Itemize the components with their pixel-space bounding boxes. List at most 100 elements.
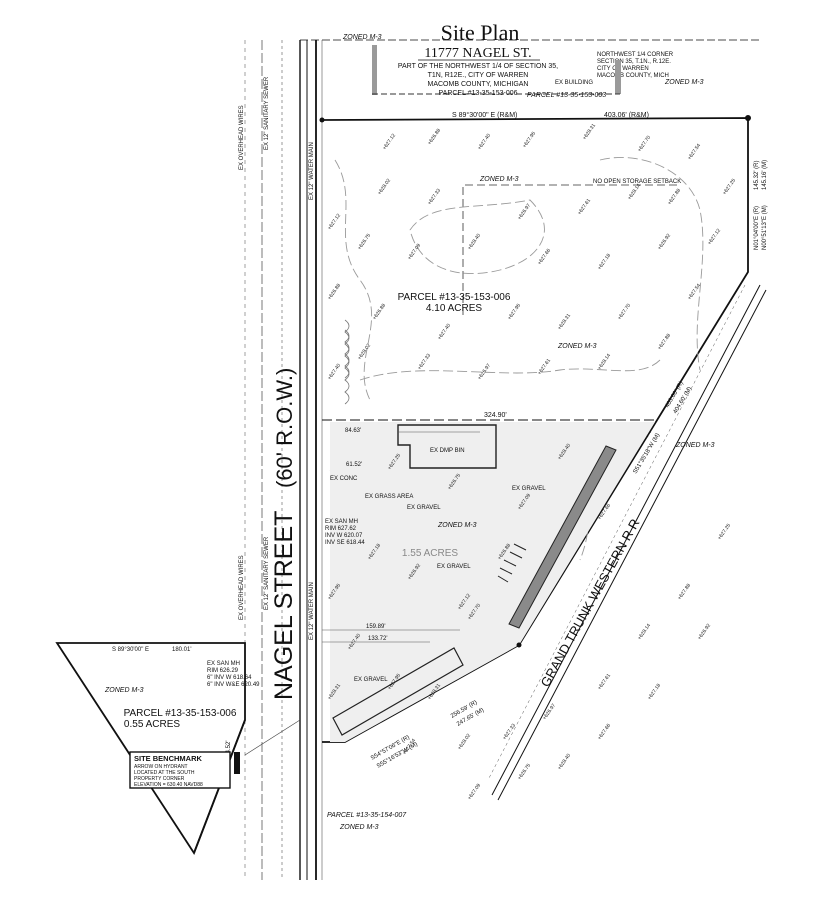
spot-elevation: +627.88 (677, 583, 692, 602)
north-line-distance: 403.06' (R&M) (604, 112, 649, 119)
sub-parcel-area: 1.55 ACRES (402, 548, 458, 559)
spot-elevation: +626.92 (697, 623, 712, 642)
east-distance-measured: 145.16' (M) (762, 160, 768, 190)
spot-elevation: +628.40 (557, 753, 572, 772)
spot-elevation: +627.18 (597, 253, 612, 272)
spot-elevation: +627.40 (477, 133, 492, 152)
spot-elevation: +628.31 (582, 123, 597, 142)
san-mh2-inv1: 6" INV W 618.64 (207, 675, 252, 681)
nagel-street: NAGEL STREET (60' R.O.W.) EX OVERHEAD WI… (239, 40, 323, 880)
benchmark-line-2: LOCATED AT THE SOUTH (134, 770, 195, 776)
spot-elevation: +627.40 (437, 323, 452, 342)
spot-elevation: +627.40 (327, 363, 342, 382)
spot-elevation: +628.14 (597, 353, 612, 372)
zoning-setback: ZONED M-3 (479, 176, 519, 183)
north-parcel-label: PARCEL #13-35-153-003 (527, 92, 606, 99)
spot-elevation: +628.14 (627, 183, 642, 202)
corner-note-line-1: NORTHWEST 1/4 CORNER (597, 52, 674, 58)
plan-address: 11777 NAGEL ST. (424, 46, 531, 61)
spot-elevation: +627.09 (467, 783, 482, 802)
corner-note-line-2: SECTION 35, T.1N., R.12E. (597, 59, 671, 65)
title-line-3: MACOMB COUNTY, MICHIGAN (428, 81, 529, 88)
spot-elevation: +626.88 (427, 128, 442, 147)
main-parcel-label: PARCEL #13-35-153-006 (398, 292, 511, 303)
spot-elevation: +627.61 (577, 198, 592, 217)
spot-elevation: +628.02 (377, 178, 392, 197)
zoning-north-east: ZONED M-3 (664, 79, 704, 86)
title-line-4: PARCEL #13-35-153-006 (439, 90, 518, 97)
plan-title: Site Plan (441, 20, 520, 45)
west-parcel: S 89°30'00" E 180.01' ZONED M-3 PARCEL #… (55, 642, 301, 855)
san-mh-label: EX SAN MH (325, 519, 358, 525)
south-building (332, 647, 464, 736)
rail-side-building (508, 445, 617, 629)
benchmark-line-3: PROPERTY CORNER (134, 776, 185, 782)
spot-elevation: +627.12 (707, 228, 722, 247)
hatch-strips (497, 543, 527, 583)
gravel-label-3: EX GRAVEL (512, 486, 546, 492)
spot-elevation: +627.25 (722, 178, 737, 197)
spot-elevation: +627.95 (522, 131, 537, 150)
spot-elevation: +627.18 (647, 683, 662, 702)
spot-elevation: +628.14 (637, 623, 652, 642)
spot-elevation: +628.02 (457, 733, 472, 752)
title-line-1: PART OF THE NORTHWEST 1/4 OF SECTION 35, (398, 63, 558, 70)
north-building-west-wall (372, 45, 377, 95)
gravel-label-2: EX GRAVEL (437, 564, 471, 570)
spot-elevation: +627.70 (637, 135, 652, 154)
existing-building: EX DMP BIN (397, 424, 497, 469)
benchmark-line-4: ELEVATION = 630.40 NAVD88 (134, 782, 203, 788)
dim-84: 84.63' (345, 428, 361, 434)
spot-elevation: +626.75 (357, 233, 372, 252)
spot-elevation: +627.61 (597, 673, 612, 692)
spot-elevation: +627.66 (597, 723, 612, 742)
spot-elevation: +627.70 (617, 303, 632, 322)
spot-elevation: +627.12 (382, 133, 397, 152)
spot-elevation: +627.95 (507, 303, 522, 322)
west-parcel-label: PARCEL #13-35-153-006 (124, 708, 237, 719)
dim-61: 61.52' (346, 462, 362, 468)
storage-setback-label: NO OPEN STORAGE SETBACK (593, 179, 681, 185)
zoning-west: ZONED M-3 (104, 687, 144, 694)
gravel-label-1: EX GRAVEL (407, 505, 441, 511)
main-parcel-area: 4.10 ACRES (426, 303, 482, 314)
street-name: NAGEL STREET (270, 511, 298, 700)
gravel-area (330, 422, 655, 742)
dim-174: 174.52' (226, 741, 232, 761)
zoning-main: ZONED M-3 (557, 343, 597, 350)
zoning-south: ZONED M-3 (339, 824, 379, 831)
spot-elevation: +628.40 (467, 233, 482, 252)
san-mh2-inv2: 6" INV W&E 620.49 (207, 682, 260, 688)
corner-note: NORTHWEST 1/4 CORNER SECTION 35, T.1N., … (597, 52, 674, 79)
corner-note-line-3: CITY OF WARREN (597, 66, 649, 72)
corner-note-line-4: MACOMB COUNTY, MICH (597, 73, 669, 79)
se-corner-marker (516, 642, 522, 648)
spot-elevation: +626.88 (372, 303, 387, 322)
west-parcel-area: 0.55 ACRES (124, 719, 180, 730)
san-mh2-label: EX SAN MH (207, 661, 240, 667)
west-north-distance: 180.01' (172, 647, 192, 653)
spot-elevation: +627.61 (537, 358, 552, 377)
benchmark-line-1: ARROW ON HYDRANT (134, 764, 188, 770)
sanitary-sewer-label: EX 12" SANITARY SEWER (264, 76, 270, 150)
spot-elevation: +627.88 (667, 188, 682, 207)
title-line-2: T1N, R12E., CITY OF WARREN (428, 72, 529, 79)
spot-elevation: +626.92 (657, 233, 672, 252)
overhead-wires-label: EX OVERHEAD WIRES (239, 105, 245, 170)
spot-elevation: +626.97 (517, 203, 532, 222)
south-parcel-label: PARCEL #13-35-154-007 (327, 812, 407, 819)
grass-area-label: EX GRASS AREA (365, 494, 413, 500)
east-bearing-measured: N00°51'13"E (M) (762, 205, 768, 250)
division-distance: 324.90' (484, 412, 507, 419)
spot-elevation: +627.88 (657, 333, 672, 352)
benchmark-title: SITE BENCHMARK (134, 754, 203, 763)
dim-159: 159.89' (366, 624, 386, 630)
spot-elevation: +627.33 (427, 188, 442, 207)
spot-elevation: +628.31 (557, 313, 572, 332)
east-bearing-record: N01°04'00"E (R) (754, 206, 760, 250)
dumpster-label: EX DMP BIN (430, 448, 465, 454)
spot-elevation: +627.54 (687, 143, 702, 162)
overhead-wires-label-2: EX OVERHEAD WIRES (239, 555, 245, 620)
division-line: 324.90' (322, 412, 658, 421)
